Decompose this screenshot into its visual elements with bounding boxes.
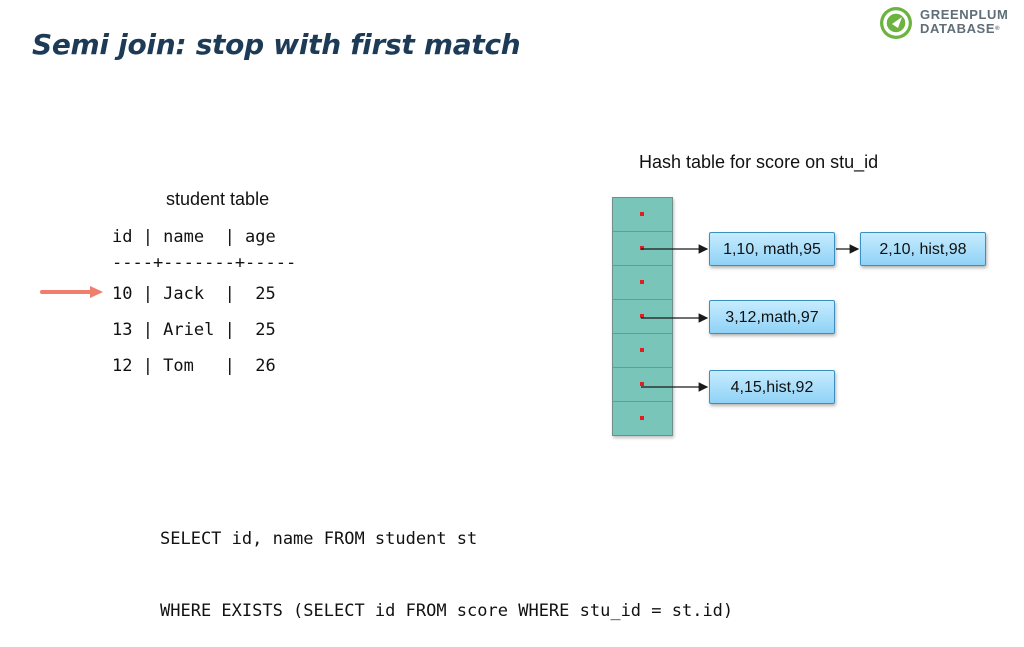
student-table-caption: student table bbox=[166, 189, 270, 209]
greenplum-logo: GREENPLUM DATABASE® bbox=[878, 5, 1018, 41]
hash-bucket bbox=[613, 402, 672, 435]
hash-bucket bbox=[613, 198, 672, 232]
logo-wordmark: GREENPLUM DATABASE® bbox=[920, 8, 1008, 36]
hash-entry: 2,10, hist,98 bbox=[860, 232, 986, 266]
hash-entry: 4,15,hist,92 bbox=[709, 370, 835, 404]
sql-line: SELECT id, name FROM student st bbox=[160, 529, 478, 549]
hash-entry: 1,10, math,95 bbox=[709, 232, 835, 266]
greenplum-logo-icon bbox=[880, 7, 912, 39]
pointer-dot bbox=[640, 246, 644, 250]
pointer-dot bbox=[640, 280, 644, 284]
hash-bucket bbox=[613, 368, 672, 402]
hash-table-caption: Hash table for score on stu_id bbox=[639, 152, 879, 172]
hash-bucket bbox=[613, 266, 672, 300]
hash-bucket bbox=[613, 300, 672, 334]
pointer-dot bbox=[640, 382, 644, 386]
logo-line1: GREENPLUM bbox=[920, 7, 1009, 22]
sql-query: SELECT id, name FROM student st WHERE EX… bbox=[160, 479, 733, 647]
sql-line: WHERE EXISTS (SELECT id FROM score WHERE… bbox=[160, 601, 734, 621]
hash-entry: 3,12,math,97 bbox=[709, 300, 835, 334]
current-row-arrow-icon bbox=[40, 286, 103, 298]
logo-line2: DATABASE® bbox=[920, 21, 1001, 36]
pointer-dot bbox=[640, 416, 644, 420]
slide-title: Semi join: stop with first match bbox=[32, 28, 521, 61]
student-table-row: 13 | Ariel | 25 bbox=[112, 320, 276, 340]
student-table-row: 12 | Tom | 26 bbox=[112, 356, 276, 376]
pointer-dot bbox=[640, 348, 644, 352]
hash-bucket bbox=[613, 334, 672, 368]
student-table-separator: ----+-------+----- bbox=[112, 253, 297, 273]
student-table-header: id | name | age bbox=[112, 227, 276, 247]
student-table-row: 10 | Jack | 25 bbox=[112, 284, 276, 304]
pointer-dot bbox=[640, 314, 644, 318]
pointer-dot bbox=[640, 212, 644, 216]
chain-arrows bbox=[641, 244, 860, 392]
